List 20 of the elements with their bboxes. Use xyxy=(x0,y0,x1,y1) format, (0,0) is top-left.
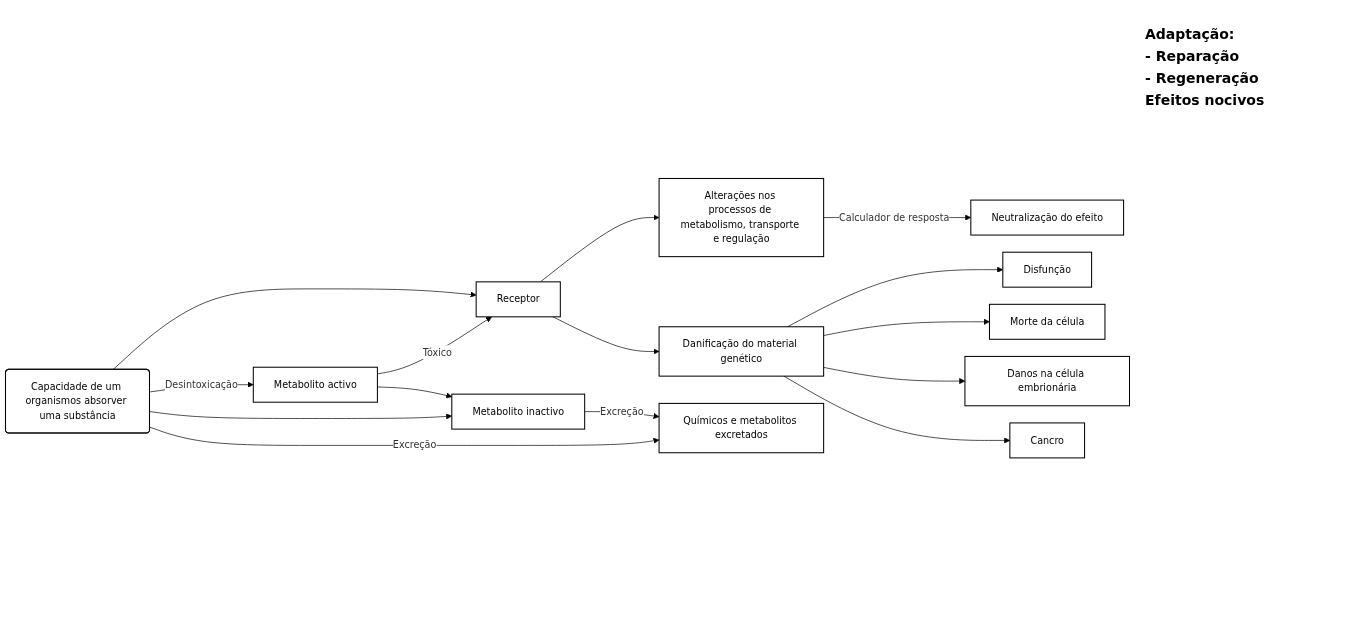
node-box: Metabolito inactivo xyxy=(451,393,586,430)
note-text: Adaptação: xyxy=(1145,26,1236,42)
edge-label: Desintoxicação xyxy=(164,379,238,391)
node-box: Químicos e metabolitos excretados xyxy=(658,403,825,454)
edge-label: Excreção xyxy=(392,439,437,451)
edge-label: Excreção xyxy=(600,406,644,418)
node-box: Alterações nos processos de metabolismo, transporte e regulação xyxy=(658,178,825,258)
note-text: - Regeneração xyxy=(1145,70,1260,86)
node-box: Metabolito activo xyxy=(252,367,378,403)
node-box: Danificação do material genético xyxy=(658,326,825,377)
edge-label: Calculador de resposta xyxy=(839,212,950,224)
edge-label: Tóxico xyxy=(422,346,452,358)
node-box: Morte da célula xyxy=(988,304,1106,341)
node-box: Neutralização do efeito xyxy=(970,199,1125,236)
node-box: Danos na célula embrionária xyxy=(964,356,1130,407)
node-box: Receptor xyxy=(475,281,561,318)
note-text: Efeitos nocivos xyxy=(1145,92,1266,108)
node-box: Cancro xyxy=(1009,422,1086,459)
node-box: Disfunção xyxy=(1002,251,1093,288)
note-text: - Reparação xyxy=(1145,48,1241,64)
